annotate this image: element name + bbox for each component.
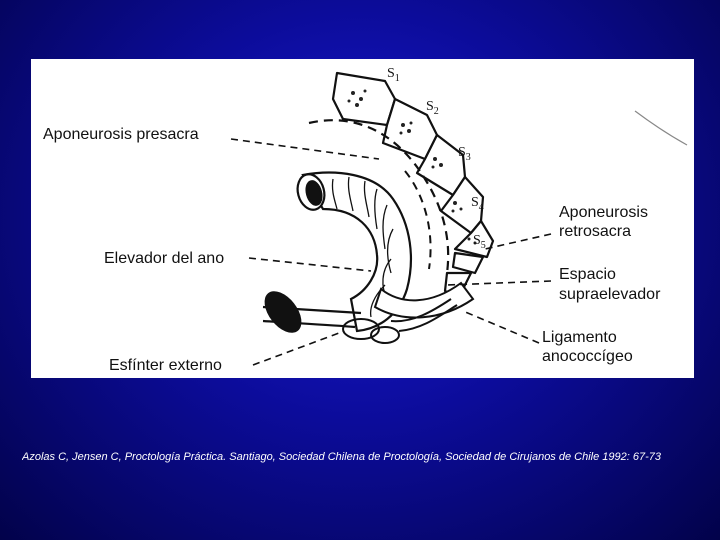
anatomy-figure: Aponeurosis presacra Elevador del ano Es…: [31, 59, 694, 378]
label-esfinter-externo: Esfínter externo: [109, 357, 222, 374]
pelvic-anatomy-drawing: [230, 71, 688, 366]
perineal-body: [264, 291, 302, 333]
coccyx: [451, 251, 485, 275]
external-sphincter: [342, 298, 458, 344]
label-espacio-supraelevador-line1: Espacio: [559, 266, 616, 283]
leader-aponeurosis-retrosacra: [484, 233, 552, 250]
vertebra-label-s1: S1: [387, 66, 400, 84]
label-aponeurosis-retrosacra-line2: retrosacra: [559, 223, 632, 240]
leader-ligamento-anococcigeo: [462, 310, 540, 344]
label-aponeurosis-presacra: Aponeurosis presacra: [43, 126, 199, 143]
label-espacio-supraelevador-line2: supraelevador: [559, 286, 661, 303]
citation-caption: Azolas C, Jensen C, Proctología Práctica…: [22, 451, 661, 463]
vertebra-label-s5: S5: [473, 233, 486, 251]
leader-esfinter-externo: [252, 332, 340, 366]
leader-elevador-del-ano: [248, 257, 372, 272]
presacral-fascia: [308, 119, 450, 274]
label-ligamento-anococcigeo-line2: anococcígeo: [542, 348, 633, 365]
leader-espacio-supraelevador: [446, 280, 552, 286]
rectum-folds: [331, 176, 394, 318]
leader-aponeurosis-presacra: [230, 138, 380, 160]
leader-lines: [230, 138, 552, 366]
retrosacral-fascia: [404, 170, 432, 270]
vertebra-s1: [331, 71, 397, 127]
vertebra-texture: [347, 89, 477, 245]
vertebra-label-s2: S2: [426, 99, 439, 117]
label-elevador-del-ano: Elevador del ano: [104, 250, 225, 267]
vertebra-label-s4: S4: [471, 195, 484, 213]
label-aponeurosis-retrosacra-line1: Aponeurosis: [559, 204, 648, 221]
vertebra-label-s3: S3: [458, 145, 471, 163]
vertebra-s5: [453, 219, 495, 259]
stray-mark: [634, 110, 688, 146]
label-ligamento-anococcigeo-line1: Ligamento: [542, 329, 617, 346]
perineal-line-lower: [262, 319, 356, 329]
levator-ani: [373, 281, 475, 319]
